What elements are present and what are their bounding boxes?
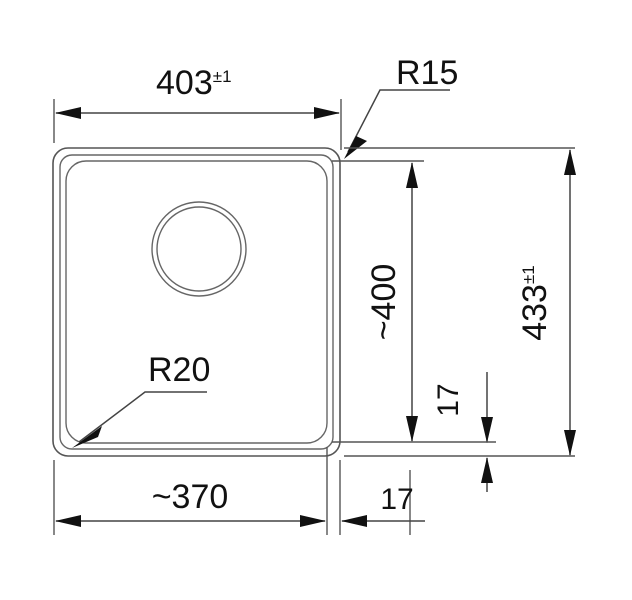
dimension-rim-horizontal: 17 — [341, 483, 425, 527]
dimension-top-width: 403±1 — [53, 64, 342, 150]
radius-callout-r15: R15 — [344, 54, 458, 159]
right-extension-lines — [332, 147, 575, 457]
inner-rim-outline — [59, 154, 334, 450]
dim-label-top-width: 403±1 — [156, 64, 232, 102]
arrow-r20 — [72, 426, 102, 448]
dimension-bowl-width: ~370 — [55, 478, 326, 527]
dimension-overall-height: 433±1 — [516, 149, 576, 456]
dimension-inner-height: ~400 — [365, 162, 418, 442]
dim-label-r20: R20 — [148, 351, 210, 389]
drain-inner-ring — [156, 206, 242, 292]
dim-label-r15: R15 — [396, 54, 458, 92]
radius-callout-r20: R20 — [72, 351, 210, 448]
dim-label-rim-horizontal: 17 — [380, 483, 413, 516]
dim-label-inner-height: ~400 — [365, 264, 403, 341]
arrow-bottom-overall-height — [564, 430, 576, 456]
leader-line-r15 — [347, 89, 450, 153]
outer-rim-outline — [52, 147, 341, 457]
bottom-extension-lines — [53, 447, 411, 535]
drain-outer-ring — [151, 201, 247, 297]
dim-label-bowl-width: ~370 — [152, 478, 229, 516]
arrow-left-top-width — [55, 107, 81, 119]
bowl-outline — [65, 160, 328, 444]
arrow-top-overall-height — [564, 149, 576, 175]
arrow-right-bowl-width — [300, 515, 326, 527]
arrow-left-bowl-width — [55, 515, 81, 527]
leader-line-r20 — [78, 391, 207, 443]
sink-geometry — [52, 147, 341, 457]
dim-label-rim-vertical: 17 — [432, 383, 465, 416]
arrow-right-top-width — [314, 107, 340, 119]
arrow-rim-vertical-bottom — [481, 457, 493, 483]
arrow-rim-horizontal-right — [341, 515, 367, 527]
arrow-rim-vertical-top — [481, 417, 493, 443]
arrow-top-inner-height — [406, 162, 418, 188]
dim-label-overall-height: 433±1 — [516, 265, 554, 341]
dimension-rim-vertical: 17 — [432, 372, 493, 492]
arrow-bottom-inner-height — [406, 416, 418, 442]
